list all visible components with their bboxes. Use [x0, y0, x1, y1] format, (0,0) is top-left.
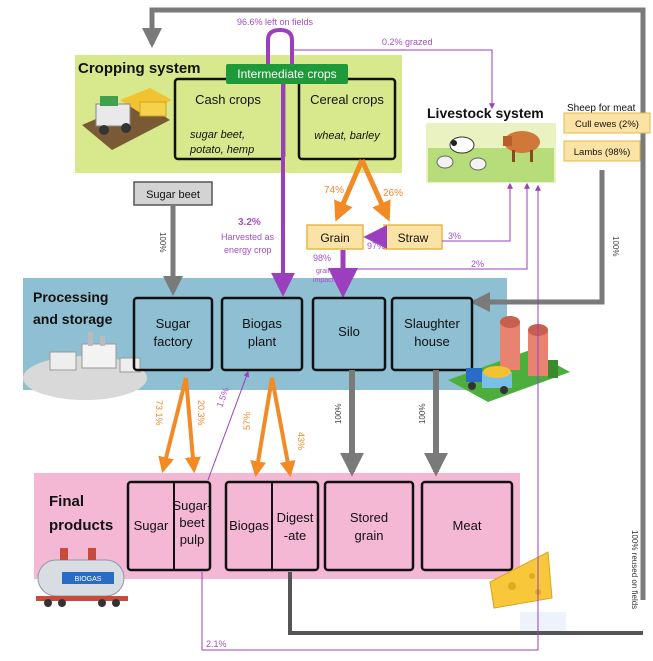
grain-box: [306, 224, 364, 250]
grain-impact-line2: impact: [313, 277, 334, 284]
meat-box: [420, 480, 514, 572]
straw-to-livestock-arrow: [442, 182, 513, 242]
cash-crops-title: Cash crops: [195, 92, 261, 107]
left-on-fields-label: 96.6% left on fields: [237, 17, 314, 27]
sugar-product-label: Sugar: [134, 518, 169, 533]
sugar-factory-line2: factory: [153, 334, 193, 349]
sugar-factory-box: [132, 296, 214, 372]
meat-label: Meat: [453, 518, 482, 533]
intermediate-loop-arrow: [266, 27, 294, 66]
pulp-to-livestock-line: [201, 184, 541, 651]
sugar-beet-box: [133, 181, 213, 206]
pct-3-label: 3%: [448, 231, 461, 241]
cull-ewes-box: [563, 112, 651, 134]
final-title-1: Final: [49, 493, 84, 510]
biogas-plant-box: [220, 296, 304, 372]
straw-label: Straw: [398, 231, 429, 245]
sugar-factory-to-sugar-arrow: [158, 377, 188, 474]
sugar-factory-to-pulp-arrow: [184, 377, 201, 474]
sugar-beet-label: Sugar beet: [146, 189, 200, 201]
pct-20-label: 20.3%: [196, 400, 206, 426]
biogas-plant-to-digestate-arrow: [270, 377, 296, 478]
digestate-reuse-line: [288, 572, 643, 635]
pulp-to-biogas-arrow: [207, 370, 250, 481]
cull-ewes-label: Cull ewes (2%): [575, 119, 639, 130]
lambs-box: [563, 140, 641, 162]
stored-grain-line2: grain: [355, 528, 384, 543]
cereal-crops-title: Cereal crops: [310, 92, 384, 107]
cash-crops-line2: potato, hemp: [189, 144, 254, 156]
processing-title-2: and storage: [33, 311, 113, 327]
sugar-pulp-box: [126, 480, 212, 572]
livestock-illustration: [428, 131, 554, 182]
biogas-plant-to-biogas-arrow: [250, 377, 274, 478]
grain-to-livestock-arrow: [343, 182, 530, 270]
pct-2-label: 2%: [471, 259, 484, 269]
straw-split-arrow: [359, 158, 391, 222]
pct-43-label: 43%: [296, 432, 306, 450]
livestock-to-slaughter-arrow: [470, 170, 605, 312]
pct-97-label: 97%: [367, 241, 385, 251]
return-flow-arrow: [142, 7, 646, 600]
pulp-line3: pulp: [180, 532, 205, 547]
reused-label: 100% reused on fields: [630, 530, 639, 609]
harvester-illustration: [82, 88, 172, 150]
faint-rect: [520, 612, 566, 632]
digestate-line2: -ate: [284, 528, 306, 543]
slaughter-house-box: [390, 296, 474, 372]
pct-21-label: 2.1%: [206, 639, 227, 649]
pct-26-label: 26%: [383, 188, 403, 199]
sugar-beet-100-label: 100%: [158, 232, 167, 252]
sheep-for-meat-label: Sheep for meat: [567, 103, 636, 114]
pct-98-label: 98%: [313, 253, 331, 263]
biogas-tank-label: BIOGAS: [75, 576, 102, 583]
cereal-crops-sub: wheat, barley: [314, 130, 381, 142]
cropping-system-title: Cropping system: [78, 60, 201, 77]
livestock-100-label: 100%: [611, 236, 620, 256]
grain-split-arrow: [334, 159, 365, 222]
harvested-pct: 3.2%: [238, 217, 261, 228]
biogas-tank-illustration: [36, 548, 128, 607]
silo-label: Silo: [338, 324, 360, 339]
grazed-arrow: [292, 49, 495, 110]
grain-impact-line1: grain: [316, 268, 332, 275]
factory-illustration: [23, 332, 147, 400]
pct-73-label: 73.1%: [154, 400, 164, 426]
livestock-system-title: Livestock system: [427, 105, 544, 121]
pulp-line2: beet: [179, 515, 205, 530]
grazed-label: 0.2% grazed: [382, 37, 433, 47]
processing-title-1: Processing: [33, 289, 108, 305]
intermediate-crops-label: Intermediate crops: [237, 67, 336, 81]
silo-100-label: 100%: [334, 404, 343, 424]
stored-grain-line1: Stored: [350, 510, 388, 525]
slaughter-line1: Slaughter: [404, 316, 460, 331]
final-title-2: products: [49, 517, 113, 534]
harvested-line1: Harvested as: [221, 232, 275, 242]
harvested-line2: energy crop: [224, 245, 272, 255]
stored-grain-box: [323, 480, 415, 572]
final-products-panel: [34, 473, 520, 579]
meat-100-label: 100%: [418, 404, 427, 424]
pct-57-label: 57%: [242, 412, 252, 430]
cash-crops-line1: sugar beet,: [190, 129, 245, 141]
sugar-factory-line1: Sugar: [156, 316, 191, 331]
digestate-line1: Digest: [277, 510, 314, 525]
biogas-product-label: Biogas: [229, 518, 269, 533]
pct-74-label: 74%: [324, 185, 344, 196]
pulp-line1: Sugar-: [172, 498, 211, 513]
biogas-plant-line2: plant: [248, 334, 277, 349]
grain-label: Grain: [320, 231, 349, 245]
lambs-label: Lambs (98%): [574, 147, 631, 158]
intermediate-crops-banner: [226, 64, 348, 84]
slaughter-line2: house: [414, 334, 449, 349]
biogas-plant-line1: Biogas: [242, 316, 282, 331]
silo-truck-illustration: [448, 316, 570, 402]
